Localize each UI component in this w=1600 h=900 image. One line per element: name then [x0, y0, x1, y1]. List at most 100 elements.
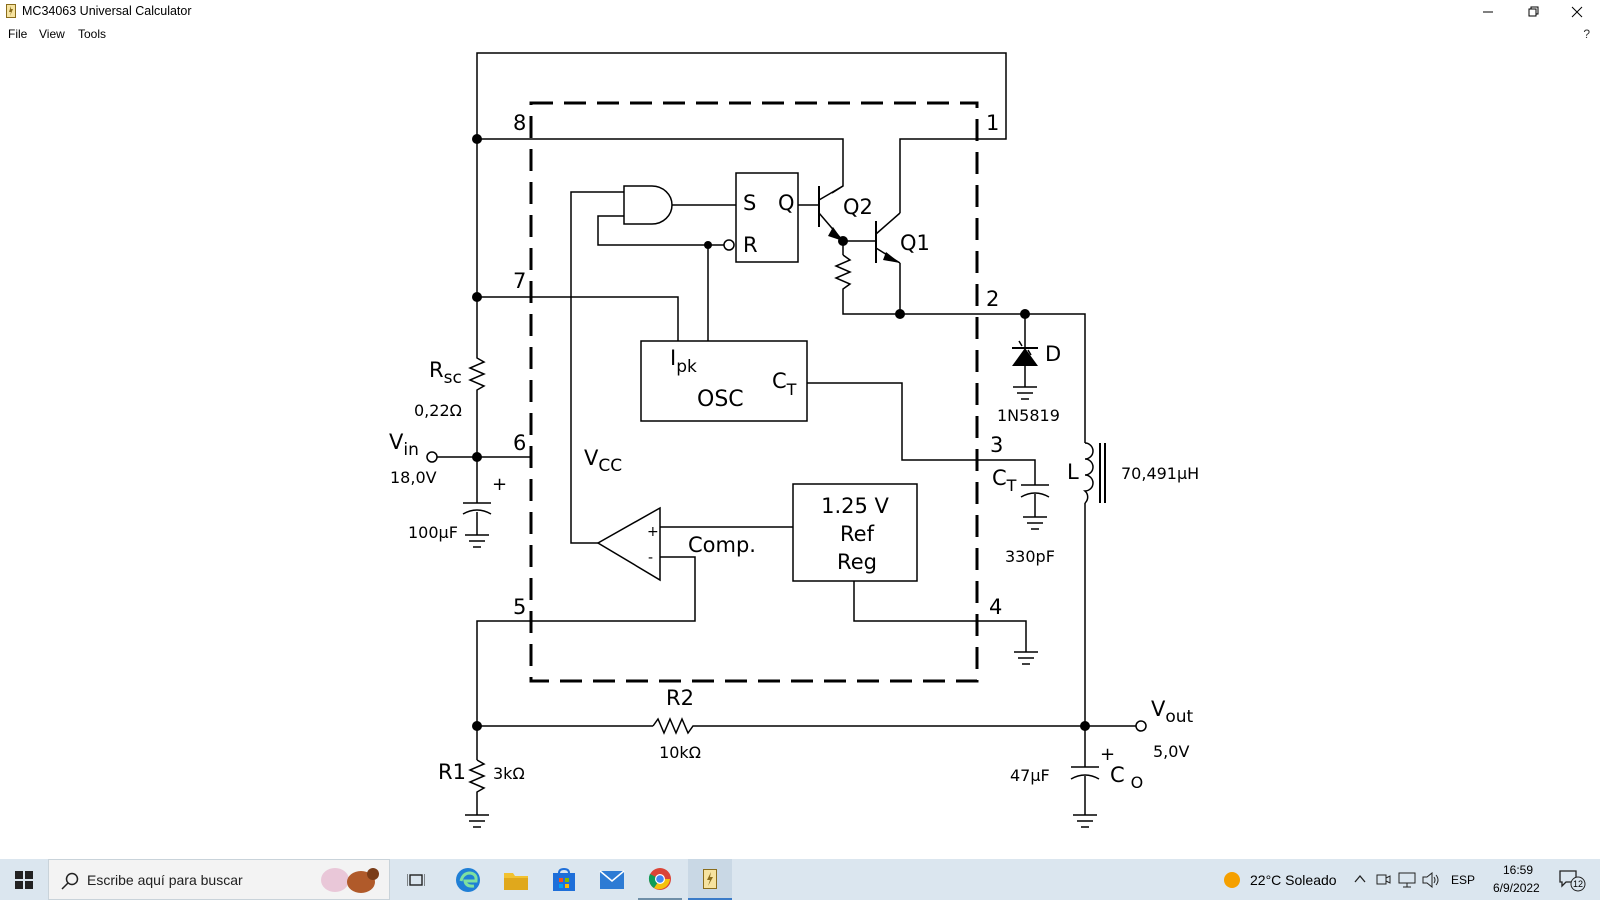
menu-tools[interactable]: Tools [78, 27, 107, 41]
rsc-value: 0,22Ω [414, 401, 462, 420]
store-icon [553, 867, 575, 891]
window-title: MC34063 Universal Calculator [22, 4, 192, 18]
base-resistor [834, 254, 852, 300]
taskbar-chrome[interactable] [638, 859, 682, 900]
latch-s-label: S [743, 191, 756, 215]
pin-6-label: 6 [513, 431, 526, 455]
clock-time[interactable]: 16:59 [1503, 863, 1534, 877]
schematic-canvas: 8 1 7 2 6 3 5 4 S Q R Q2 Q1 Ipk OSC CT V… [0, 45, 1600, 859]
pin-7-label: 7 [513, 269, 526, 293]
r1-label: R1 [438, 760, 466, 784]
ref-label: Ref [840, 522, 875, 546]
clock-date[interactable]: 6/9/2022 [1493, 881, 1540, 895]
latch-r-label: R [743, 233, 758, 257]
r2-resistor [652, 717, 701, 735]
q2-label: Q2 [843, 195, 873, 219]
and-gate [623, 185, 673, 225]
calculator-app-icon [703, 868, 717, 889]
pin-8-label: 8 [513, 111, 526, 135]
cin-value: 100µF [408, 523, 458, 542]
rsc-resistor [468, 355, 486, 393]
taskbar-edge[interactable] [446, 859, 490, 900]
diode-label: D [1045, 342, 1061, 366]
sr-latch [735, 172, 799, 263]
close-button[interactable] [1554, 0, 1600, 23]
notification-count: 12 [1573, 879, 1584, 889]
weather-sun-icon [1224, 872, 1240, 888]
task-view-button[interactable] [396, 859, 436, 900]
taskbar-store[interactable] [542, 859, 586, 900]
pin-2-label: 2 [986, 287, 999, 311]
windows-icon [15, 870, 33, 889]
taskbar-mail[interactable] [590, 859, 634, 900]
cin-plus: + [492, 474, 507, 495]
weather-text[interactable]: 22°C Soleado [1250, 872, 1337, 888]
pin-4-label: 4 [989, 595, 1002, 619]
q1-label: Q1 [900, 231, 930, 255]
inductor-value: 70,491µH [1121, 464, 1199, 483]
ipk-label: Ipk [670, 346, 697, 377]
app-icon [6, 4, 16, 18]
restore-button[interactable] [1511, 0, 1557, 23]
minimize-button[interactable] [1465, 0, 1511, 23]
search-box[interactable]: Escribe aquí para buscar [48, 859, 390, 900]
comparator [596, 506, 661, 582]
mail-icon [599, 869, 625, 889]
edge-icon [456, 867, 480, 892]
r1-resistor [468, 759, 486, 815]
taskbar-explorer[interactable] [494, 859, 538, 900]
latch-q-label: Q [778, 191, 795, 215]
menu-file[interactable]: File [8, 27, 28, 41]
ref-voltage: 1.25 V [821, 494, 889, 518]
menu-view[interactable]: View [39, 27, 65, 41]
cin-plate-bottom [462, 509, 492, 515]
search-placeholder: Escribe aquí para buscar [87, 872, 243, 888]
pin-5-label: 5 [513, 595, 526, 619]
osc-label: OSC [697, 387, 744, 412]
diode-part: 1N5819 [997, 406, 1060, 425]
folder-icon [504, 872, 528, 890]
taskbar-calculator-app[interactable] [688, 859, 732, 900]
osc-block [640, 340, 808, 422]
ct-cap-label: CT [992, 466, 1017, 495]
vin-terminal [426, 451, 438, 463]
task-view-icon [407, 873, 425, 886]
vout-terminal [1135, 720, 1147, 732]
reset-bubble [723, 239, 735, 251]
q1-emitter-arrow [883, 252, 900, 263]
r2-label: R2 [666, 686, 694, 710]
ref-block [792, 483, 918, 582]
search-icon [61, 872, 79, 890]
chevron-up-icon[interactable] [1354, 874, 1366, 884]
comp-label: Comp. [688, 533, 756, 557]
network-icon[interactable] [1398, 872, 1416, 888]
pin-3-label: 3 [990, 433, 1003, 457]
diode-body [1012, 348, 1038, 366]
vout-label: Vout [1151, 697, 1194, 727]
co-plus: + [1100, 744, 1115, 765]
vin-value: 18,0V [390, 468, 437, 487]
pin-1-label: 1 [986, 111, 999, 135]
r1-value: 3kΩ [493, 764, 525, 783]
osc-ct-label: CT [772, 369, 797, 399]
taskbar: Escribe aquí para buscar 22°C Soleado ES… [0, 859, 1600, 900]
volume-icon[interactable] [1422, 872, 1440, 888]
help-button[interactable]: ? [1583, 27, 1590, 41]
inductor-label: L [1067, 460, 1079, 484]
ic-boundary [529, 101, 979, 683]
co-value: 47µF [1010, 766, 1050, 785]
notification-icon[interactable] [1559, 870, 1587, 892]
vout-value: 5,0V [1153, 742, 1189, 761]
comp-minus: - [648, 550, 653, 566]
start-button[interactable] [0, 859, 48, 900]
ct-cap-value: 330pF [1005, 547, 1055, 566]
q2-emitter-arrow [828, 227, 843, 241]
reg-label: Reg [837, 550, 877, 574]
meet-now-icon[interactable] [1375, 872, 1391, 888]
wire-pin7-ipk [477, 296, 679, 341]
language-indicator[interactable]: ESP [1451, 873, 1476, 887]
comp-plus: + [647, 524, 659, 540]
vin-label: Vin [389, 430, 419, 460]
vcc-label: VCC [584, 446, 622, 476]
